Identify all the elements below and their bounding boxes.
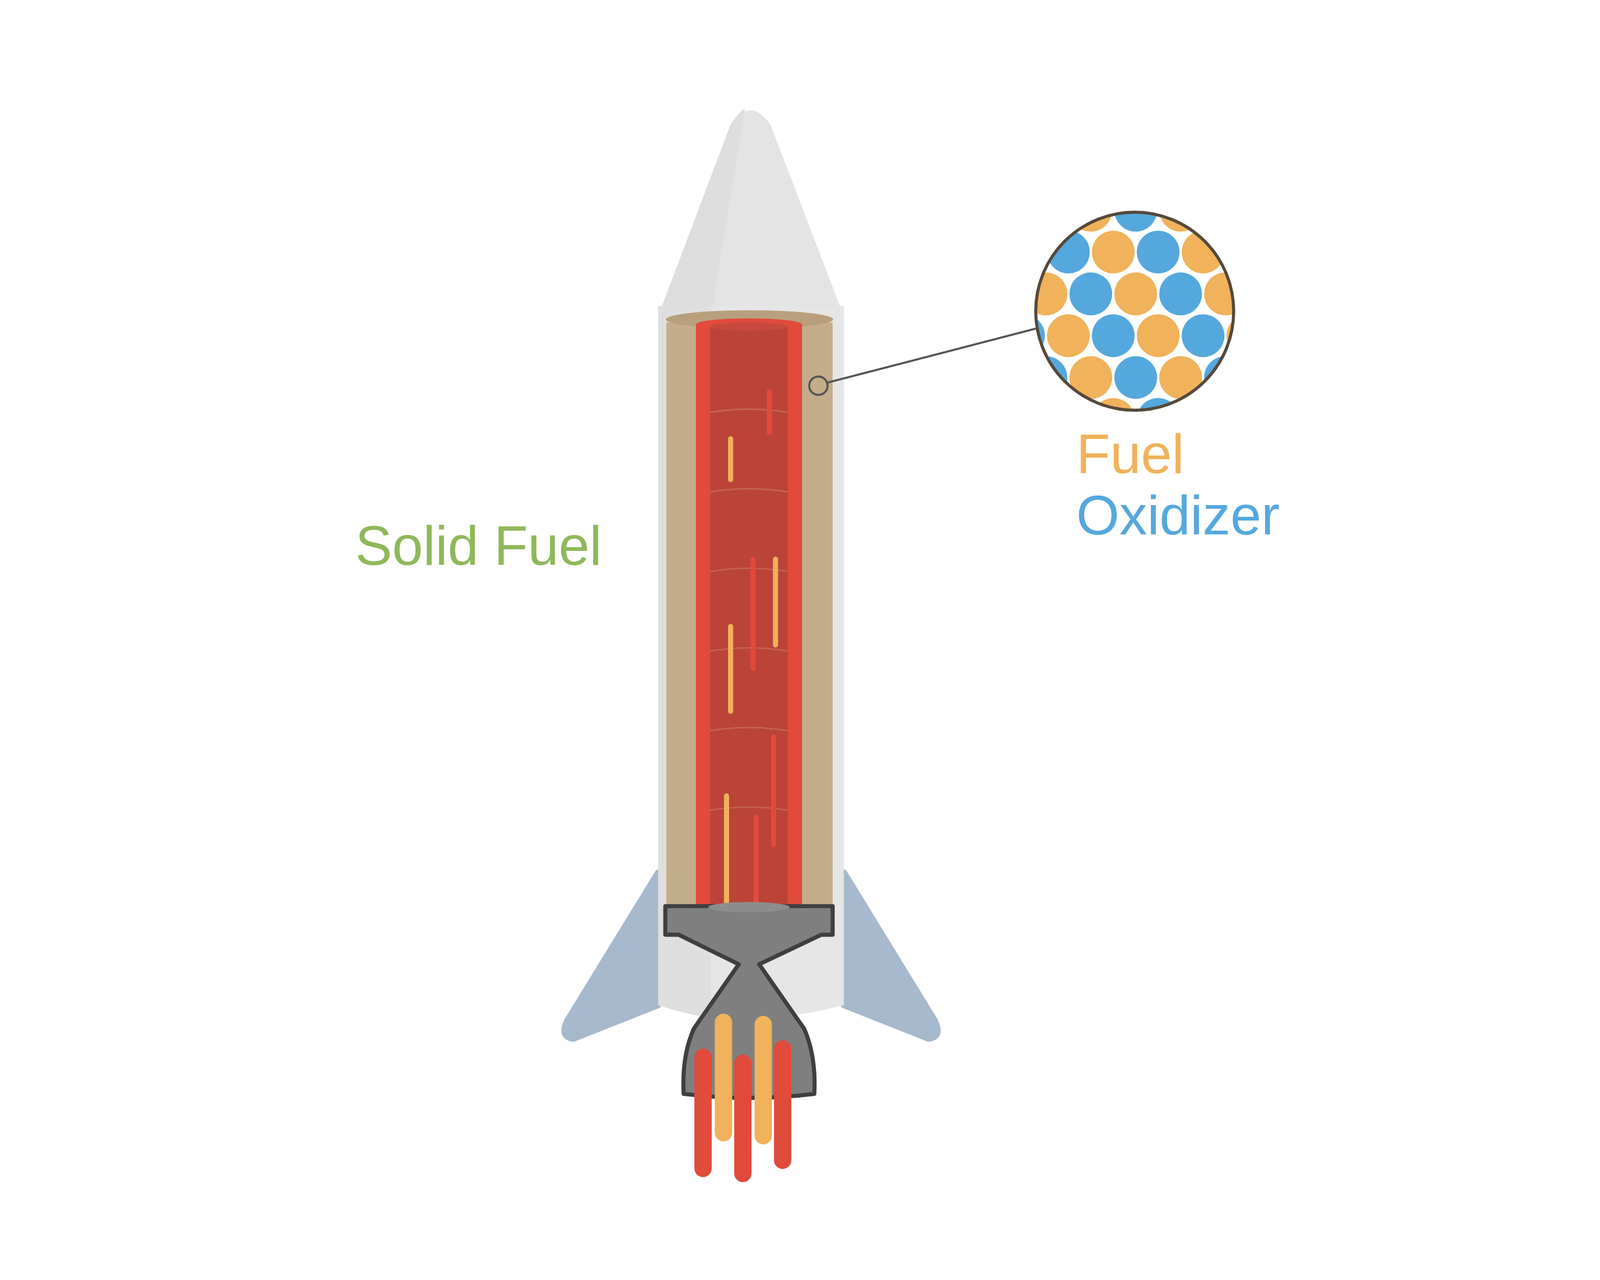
nose-shade (658, 108, 746, 317)
callout-dot (809, 376, 828, 395)
part-label: Fuel (1076, 426, 1184, 482)
flame-streaks (726, 392, 776, 927)
chamber-rings (710, 409, 788, 811)
rocket-body (658, 108, 844, 1019)
right-fin (843, 872, 938, 1039)
exhaust-flames (702, 1022, 783, 1174)
left-fin (564, 872, 659, 1039)
fuel-grain (665, 310, 834, 927)
particle-mix (1002, 188, 1270, 442)
magnifier-rim (1035, 212, 1234, 411)
part-label: Oxidizer (1076, 487, 1280, 543)
callout (809, 328, 1036, 395)
leader-line (827, 328, 1036, 383)
bore-edge (696, 324, 803, 908)
magnified-view (1002, 188, 1270, 442)
propellant (666, 322, 833, 909)
nozzle-inlet (708, 901, 790, 912)
chamber-top (710, 322, 788, 331)
magnifier-ground (1035, 212, 1234, 411)
part-label: Solid Fuel (355, 517, 602, 574)
combustion-chamber (710, 326, 788, 909)
